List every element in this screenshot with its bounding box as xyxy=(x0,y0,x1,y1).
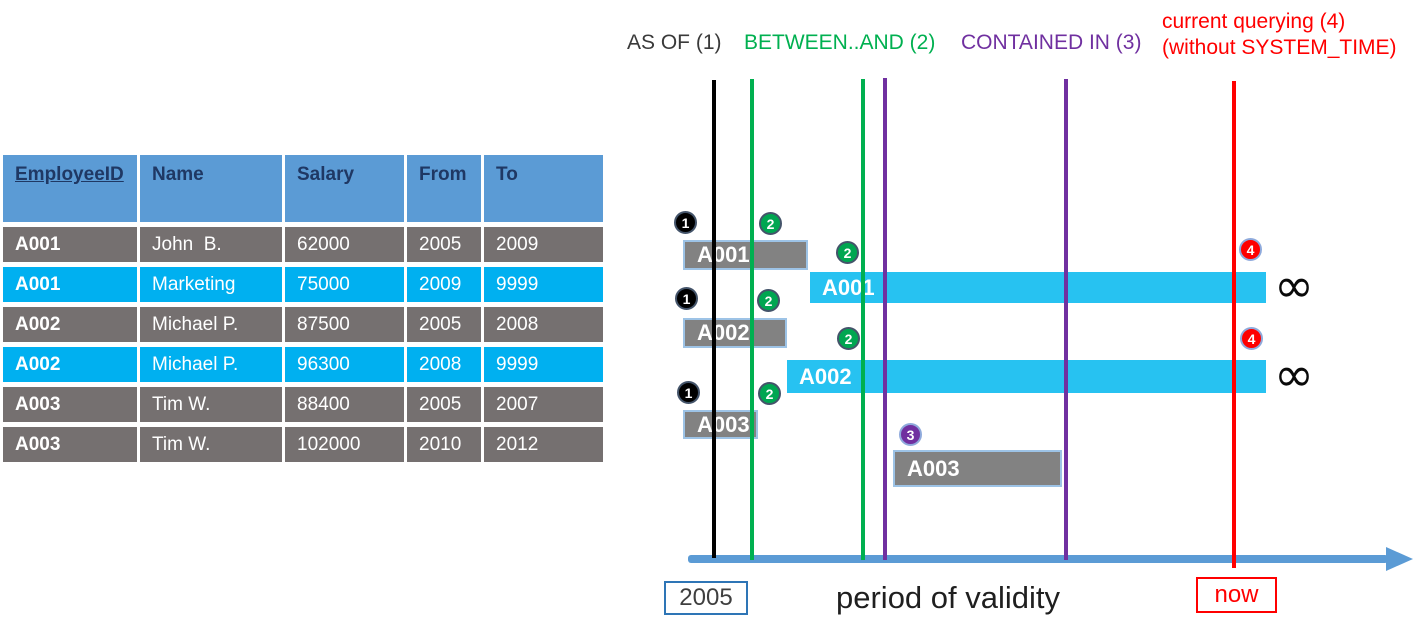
table-cell: 2010 xyxy=(407,427,481,462)
table-cell: 2008 xyxy=(407,347,481,382)
table-cell: 62000 xyxy=(285,227,404,262)
table-cell: A002 xyxy=(3,347,137,382)
table-cell: 2009 xyxy=(407,267,481,302)
table-cell: John B. xyxy=(140,227,282,262)
table-cell: Michael P. xyxy=(140,307,282,342)
table-cell: Tim W. xyxy=(140,387,282,422)
table-cell: 2005 xyxy=(407,227,481,262)
table-cell: Tim W. xyxy=(140,427,282,462)
table-cell: 88400 xyxy=(285,387,404,422)
query-badge-2: 2 xyxy=(836,241,859,264)
table-cell: A003 xyxy=(3,387,137,422)
table-cell: A001 xyxy=(3,267,137,302)
table-header-row: EmployeeID Name Salary From To xyxy=(3,155,603,222)
validity-bar-label: A003 xyxy=(697,411,750,437)
table-cell: 2005 xyxy=(407,387,481,422)
table-header-cell: From xyxy=(407,155,481,222)
table-cell: A001 xyxy=(3,227,137,262)
table-cell: 2012 xyxy=(484,427,603,462)
query-badge-2: 2 xyxy=(757,289,780,312)
table-cell: 2009 xyxy=(484,227,603,262)
validity-bar-a003-2005: A003 xyxy=(683,410,758,439)
table-cell: Marketing xyxy=(140,267,282,302)
axis-start-year-box: 2005 xyxy=(664,581,748,615)
infinity-icon: ∞ xyxy=(1274,346,1314,403)
query-badge-2: 2 xyxy=(758,382,781,405)
validity-bar-label: A003 xyxy=(907,455,960,481)
time-axis-arrowhead-icon xyxy=(1386,547,1413,571)
validity-bar-label: A002 xyxy=(799,363,852,389)
table-header-text: Name xyxy=(152,164,204,185)
validity-bar-a003-2010: A003 xyxy=(893,450,1062,487)
table-cell: 9999 xyxy=(484,347,603,382)
table-cell: 75000 xyxy=(285,267,404,302)
table-header-cell: Name xyxy=(140,155,282,222)
query-badge-1: 1 xyxy=(677,381,700,404)
table-cell: 2005 xyxy=(407,307,481,342)
legend-current-querying: current querying (4) (without SYSTEM_TIM… xyxy=(1162,9,1397,61)
table-cell: Michael P. xyxy=(140,347,282,382)
table-cell: 9999 xyxy=(484,267,603,302)
contained-end-line xyxy=(1064,79,1068,560)
axis-title: period of validity xyxy=(836,580,1061,615)
axis-now-box: now xyxy=(1196,577,1277,613)
table-header-text: From xyxy=(419,164,467,185)
table-header-cell: To xyxy=(484,155,603,222)
now-line xyxy=(1232,81,1236,568)
table-header-text: Salary xyxy=(297,164,355,185)
time-axis xyxy=(688,555,1388,563)
between-end-line xyxy=(861,79,865,560)
query-badge-3: 3 xyxy=(899,423,922,446)
query-badge-4: 4 xyxy=(1239,238,1262,261)
validity-bar-a001-2009: A001 xyxy=(810,272,1266,303)
validity-bar-a002-2008: A002 xyxy=(787,360,1266,393)
infinity-icon: ∞ xyxy=(1274,257,1314,314)
query-badge-1: 1 xyxy=(675,287,698,310)
table-cell: 87500 xyxy=(285,307,404,342)
legend-current-querying-line1: current querying (4) xyxy=(1162,10,1346,33)
table-cell: 2008 xyxy=(484,307,603,342)
legend-as-of: AS OF (1) xyxy=(627,31,722,54)
table-header-text: EmployeeID xyxy=(15,164,124,185)
table-cell: 102000 xyxy=(285,427,404,462)
validity-bar-a001-2005: A001 xyxy=(683,240,808,270)
validity-bar-label: A001 xyxy=(822,274,875,300)
validity-bar-label: A001 xyxy=(697,242,750,267)
table-header-cell: EmployeeID xyxy=(3,155,137,222)
contained-start-line xyxy=(883,78,887,560)
query-badge-1: 1 xyxy=(674,211,697,234)
between-start-line xyxy=(750,79,754,560)
table-cell: 96300 xyxy=(285,347,404,382)
legend-current-querying-line2: (without SYSTEM_TIME) xyxy=(1162,36,1397,59)
table-header-cell: Salary xyxy=(285,155,404,222)
query-badge-2: 2 xyxy=(837,327,860,350)
query-badge-2: 2 xyxy=(759,212,782,235)
validity-bar-label: A002 xyxy=(697,320,750,345)
table-cell: A002 xyxy=(3,307,137,342)
table-cell: A003 xyxy=(3,427,137,462)
table-cell: 2007 xyxy=(484,387,603,422)
as-of-line xyxy=(712,80,716,558)
validity-bar-a002-2005: A002 xyxy=(683,318,787,348)
legend-contained-in: CONTAINED IN (3) xyxy=(961,31,1142,54)
query-badge-4: 4 xyxy=(1240,327,1263,350)
legend-between-and: BETWEEN..AND (2) xyxy=(744,31,936,54)
table-header-text: To xyxy=(496,164,518,185)
